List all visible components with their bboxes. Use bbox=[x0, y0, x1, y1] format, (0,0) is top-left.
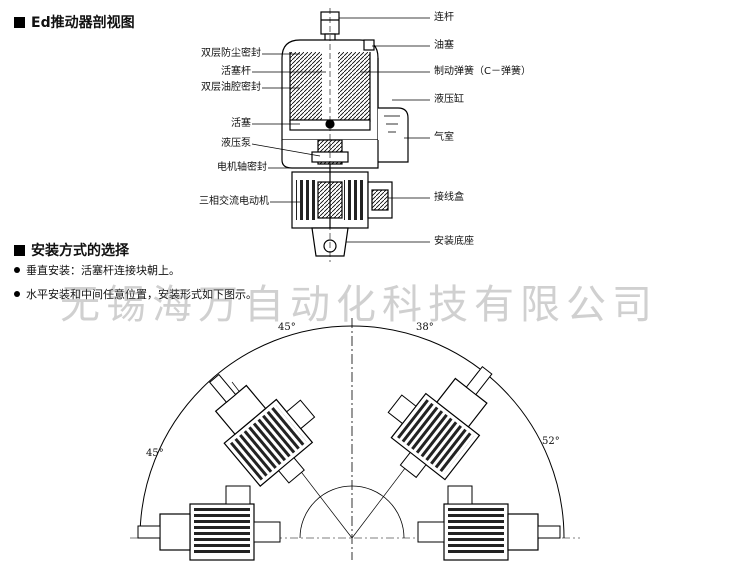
label-hydraulic-pump: 液压泵 bbox=[221, 138, 251, 149]
label-hydraulic-cylinder: 液压缸 bbox=[434, 94, 464, 105]
section-heading-cutaway: Ed推动器剖视图 bbox=[14, 12, 135, 32]
label-oil-chamber-seal: 双层油腔密封 bbox=[201, 82, 261, 93]
leader-lines-left bbox=[251, 53, 326, 203]
label-terminal-box: 接线盒 bbox=[434, 192, 464, 203]
label-piston: 活塞 bbox=[231, 118, 251, 129]
section-title-installation: 安装方式的选择 bbox=[31, 243, 129, 259]
angle-label-right: 52° bbox=[542, 436, 560, 447]
bullet-horizontal-install: 水平安装和中间任意位置，安装形式如下图示。 bbox=[14, 286, 257, 302]
square-bullet-icon bbox=[14, 16, 25, 28]
bullet-vertical-install: 垂直安装：活塞杆连接块朝上。 bbox=[14, 262, 180, 278]
angle-label-top-right: 38° bbox=[416, 322, 434, 333]
label-ac-motor: 三相交流电动机 bbox=[199, 196, 269, 207]
label-dust-seal: 双层防尘密封 bbox=[201, 48, 261, 59]
label-piston-rod: 活塞杆 bbox=[221, 66, 251, 77]
installation-angle-diagram bbox=[130, 318, 580, 561]
section-heading-installation: 安装方式的选择 bbox=[14, 240, 129, 260]
company-watermark: 无锡海万自动化科技有限公司 bbox=[60, 282, 658, 328]
bullet-text: 水平安装和中间任意位置，安装形式如下图示。 bbox=[26, 288, 257, 301]
angle-label-left: 45° bbox=[146, 448, 164, 459]
bullet-text: 垂直安装：活塞杆连接块朝上。 bbox=[26, 264, 180, 277]
label-oil-plug: 油塞 bbox=[434, 40, 454, 51]
thruster-cutaway bbox=[281, 8, 409, 262]
bullet-dot-icon bbox=[14, 267, 20, 273]
label-link-rod: 连杆 bbox=[434, 12, 454, 23]
section-title-cutaway: Ed推动器剖视图 bbox=[31, 15, 135, 31]
bullet-dot-icon bbox=[14, 291, 20, 297]
label-air-chamber: 气室 bbox=[434, 132, 454, 143]
label-brake-spring: 制动弹簧（C－弹簧） bbox=[434, 66, 531, 77]
leader-lines-right bbox=[339, 17, 430, 243]
square-bullet-icon bbox=[14, 244, 25, 256]
angle-label-top-left: 45° bbox=[278, 322, 296, 333]
label-mounting-base: 安装底座 bbox=[434, 236, 474, 247]
label-motor-shaft-seal: 电机轴密封 bbox=[217, 162, 267, 173]
